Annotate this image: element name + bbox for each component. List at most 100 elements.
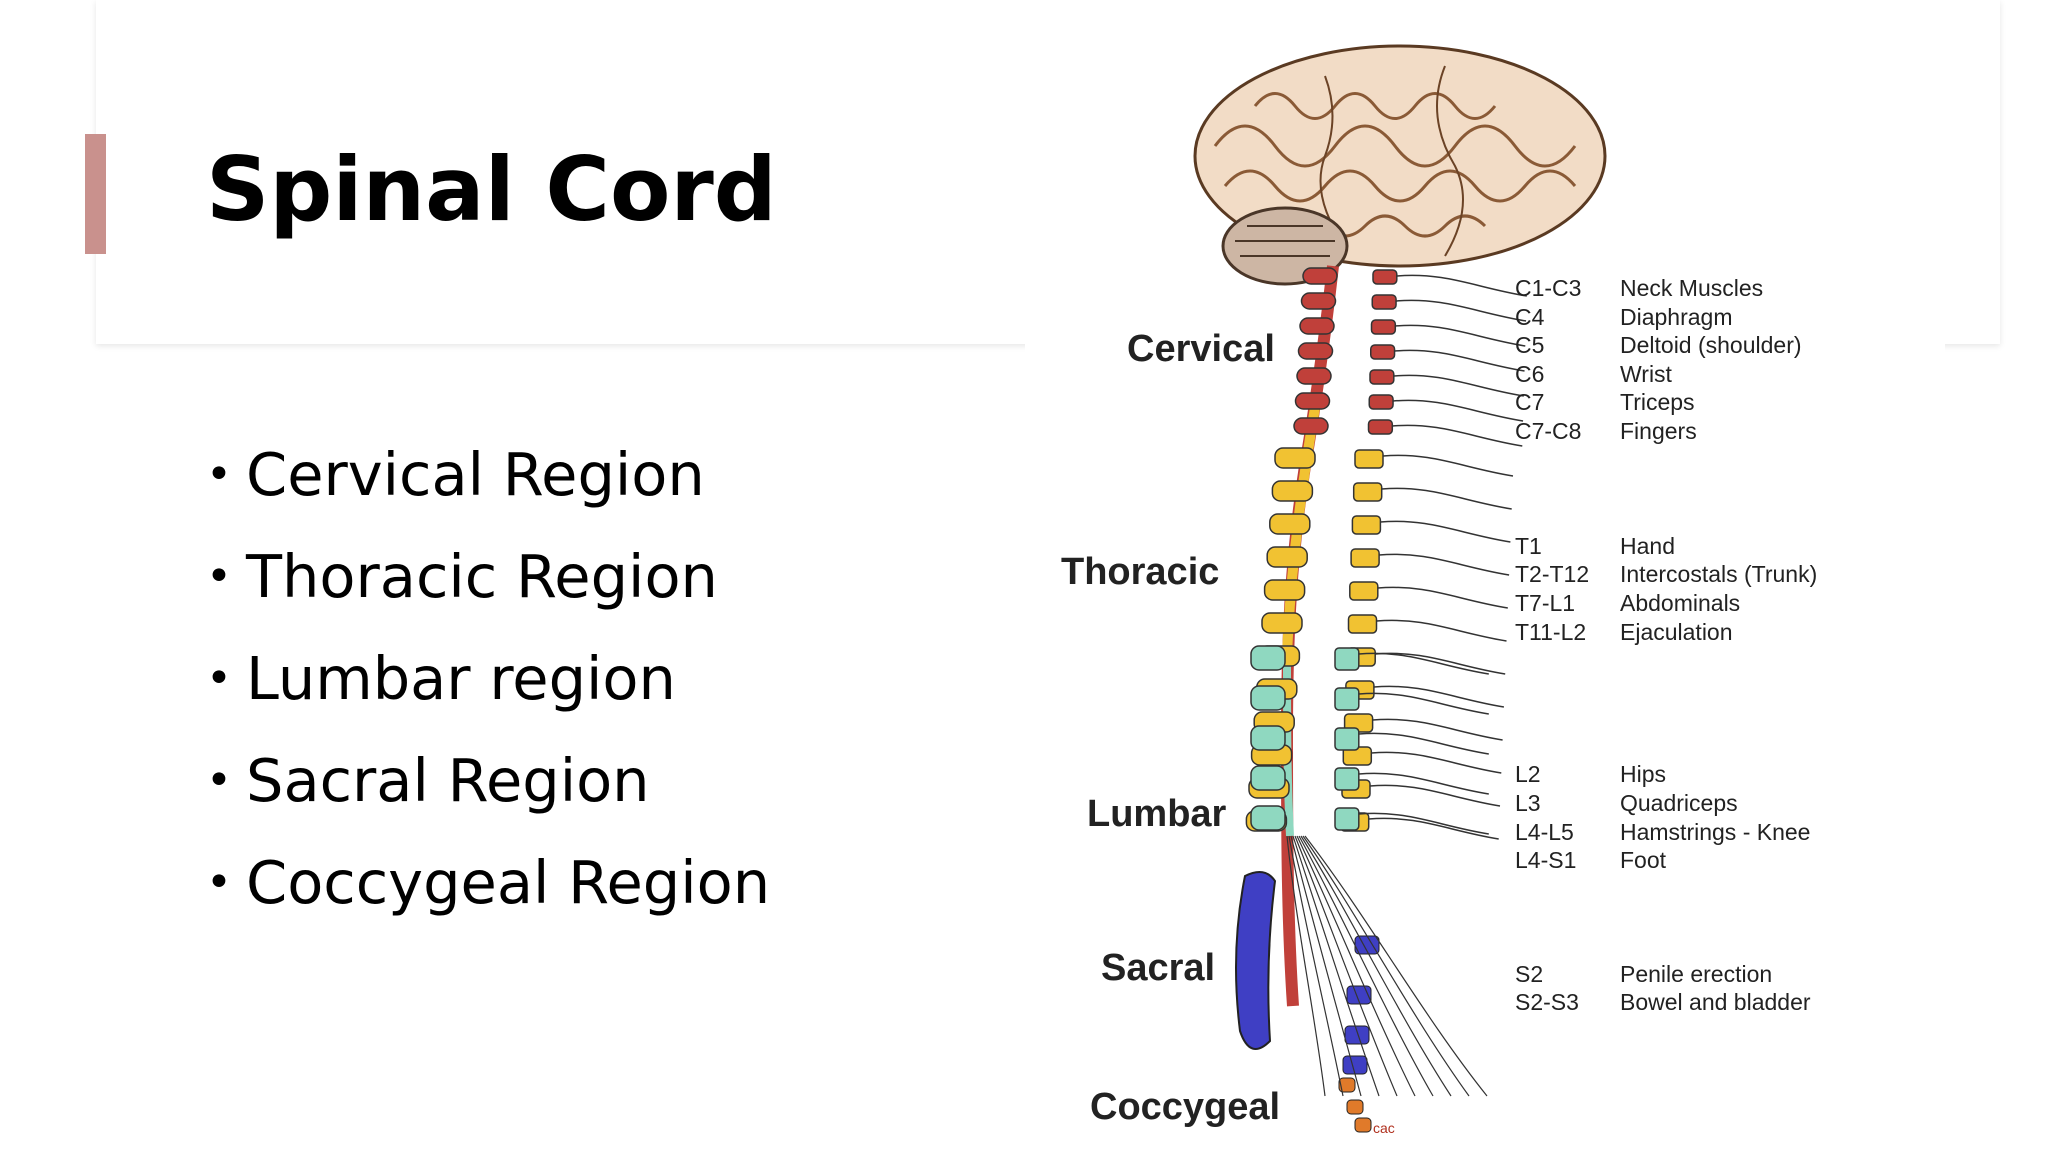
function-label: Foot [1620,847,1667,873]
bullet-item: • Lumbar region [206,640,770,742]
sacrum [1235,871,1277,1050]
nerve-line [1382,454,1514,477]
vertebra-process [1370,319,1397,335]
vertebra [1250,725,1286,751]
nerve-strand [1294,835,1398,1097]
function-label: Quadriceps [1620,790,1738,816]
function-label: Bowel and bladder [1620,989,1811,1015]
segment-label: L2 [1515,761,1541,787]
vertebra-process [1334,727,1360,751]
vertebra [1261,612,1303,634]
vertebra-process [1334,687,1360,711]
segment-label: L4-L5 [1515,819,1574,845]
segment-label: T11-L2 [1515,619,1586,645]
nerve-line [1394,349,1525,372]
vertebra [1250,765,1286,791]
nerve-strand [1296,835,1416,1097]
vertebra [1250,685,1286,711]
coccyx-segment [1354,1117,1372,1133]
nerve-strand [1298,835,1434,1097]
nerve-strand [1292,835,1380,1097]
vertebra [1250,805,1286,831]
segment-label: T7-L1 [1515,590,1575,616]
nerve-line [1373,685,1505,708]
artist-signature: cac [1373,1120,1395,1136]
nerve-line [1392,424,1523,447]
function-label: Penile erection [1620,961,1772,987]
vertebra [1294,392,1331,410]
sacral-foramen [1344,1025,1370,1045]
nerve-line [1392,399,1524,422]
nerve-line [1376,619,1507,642]
vertebra [1293,417,1329,435]
vertebra-process [1351,515,1382,535]
bullet-text: Sacral Region [246,746,650,815]
nerve-line [1393,374,1524,397]
bullet-text: Thoracic Region [246,542,718,611]
function-label: Triceps [1620,389,1695,415]
vertebra [1271,480,1314,502]
segment-label: L4-S1 [1515,847,1576,873]
nerve-line [1381,487,1512,510]
segment-label: C7 [1515,389,1544,415]
segment-label: C5 [1515,332,1544,358]
segment-label: S2-S3 [1515,989,1579,1015]
coccyx-segment [1346,1099,1364,1115]
vertebra [1274,447,1316,469]
nerve-lines [1286,274,1527,1097]
vertebra-process [1334,767,1360,791]
nerve-strand [1304,835,1488,1097]
bullet-text: Cervical Region [246,440,705,509]
bullet-text: Lumbar region [246,644,676,713]
vertebra [1296,367,1332,385]
nerve-line [1368,817,1499,840]
nerve-strand [1302,835,1470,1097]
function-label: Hamstrings - Knee [1620,819,1810,845]
function-label: Wrist [1620,361,1673,387]
bullet-text: Coccygeal Region [246,848,771,917]
sacral-foramen [1346,985,1372,1005]
function-label: Abdominals [1620,590,1740,616]
vertebra-process [1334,807,1360,831]
bullet-list: •Cervical Region •Thoracic Region •Lumba… [206,436,770,946]
nerve-line [1358,652,1489,675]
bullet-item: • Coccygeal Region [206,844,770,946]
segment-label: S2 [1515,961,1543,987]
nerve-line [1369,784,1501,807]
function-label: Intercostals (Trunk) [1620,561,1817,587]
bullet-item: •Thoracic Region [206,538,770,640]
nerve-line [1395,324,1526,347]
segment-label: T1 [1515,533,1542,559]
vertebra [1300,292,1337,310]
region-label-coccygeal: Coccygeal [1090,1086,1280,1128]
function-label: Hand [1620,533,1675,559]
spinal-cord-figure: Cervical Thoracic Lumbar Sacral Coccygea… [1025,36,1945,1152]
region-label-sacral: Sacral [1101,947,1215,989]
bullet-dot: • [206,449,232,500]
bullet-item: • Cervical Region [206,436,770,538]
vertebrae-group [1235,267,1398,1133]
vertebra-process [1354,449,1384,469]
bullet-dot: • [206,857,232,908]
segment-label: C4 [1515,304,1545,330]
vertebra-process [1370,344,1396,360]
vertebra [1250,645,1286,671]
vertebra-process [1334,647,1360,671]
nerve-line [1377,586,1508,609]
function-label: Diaphragm [1620,304,1733,330]
innervation-table: C1-C3 Neck Muscles C4 Diaphragm C5 Delto… [1515,275,1817,1015]
bullet-dot: • [206,653,232,704]
nerve-line [1372,718,1503,741]
vertebra-process [1349,581,1379,601]
region-label-cervical: Cervical [1127,328,1275,370]
nerve-strand [1290,835,1362,1097]
sacral-foramen [1342,1055,1368,1075]
vertebra-process [1368,394,1394,410]
nerve-line [1358,772,1489,795]
region-label-thoracic: Thoracic [1061,551,1219,593]
vertebra-process [1369,369,1395,385]
nerve-line [1379,553,1510,576]
nerve-line [1396,274,1527,297]
spinal-cord-diagram: Cervical Thoracic Lumbar Sacral Coccygea… [1061,44,1817,1136]
function-label: Neck Muscles [1620,275,1763,301]
